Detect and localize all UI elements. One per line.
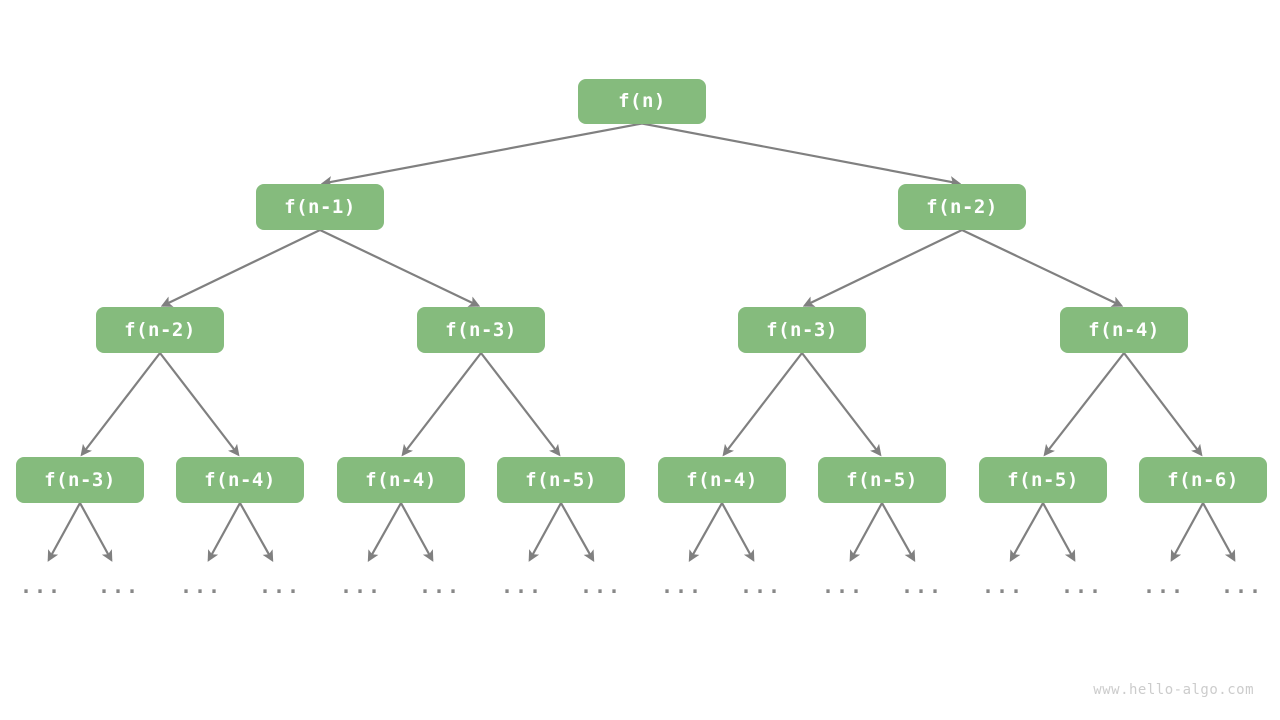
ellipsis-marker: ...: [179, 574, 223, 598]
ellipsis-marker: ...: [579, 574, 623, 598]
tree-edge: [1043, 352, 1125, 457]
tree-node-fn[interactable]: f(n): [578, 78, 706, 124]
tree-node-fn-2[interactable]: f(n-2): [96, 307, 224, 353]
ellipsis-marker: ...: [1142, 574, 1186, 598]
tree-node-fn-3[interactable]: f(n-3): [738, 307, 866, 353]
ellipsis-marker: ...: [97, 574, 141, 598]
tree-edge: [239, 502, 274, 562]
ellipsis-marker: ...: [1220, 574, 1264, 598]
tree-edge: [528, 502, 562, 562]
tree-edge: [320, 122, 643, 188]
tree-node-fn-4[interactable]: f(n-4): [658, 457, 786, 503]
tree-edge: [480, 352, 561, 457]
tree-edge: [319, 229, 481, 307]
tree-node-fn-3[interactable]: f(n-3): [16, 457, 144, 503]
tree-node-fn-5[interactable]: f(n-5): [818, 457, 946, 503]
ellipsis-marker: ...: [418, 574, 462, 598]
tree-node-fn-5[interactable]: f(n-5): [979, 457, 1107, 503]
ellipsis-marker: ...: [821, 574, 865, 598]
ellipsis-marker: ...: [258, 574, 302, 598]
ellipsis-marker: ...: [1060, 574, 1104, 598]
watermark: www.hello-algo.com: [1093, 682, 1254, 698]
tree-edge: [801, 352, 882, 457]
tree-edge: [1009, 502, 1044, 562]
tree-edge: [1123, 352, 1203, 457]
tree-edge: [721, 502, 755, 562]
tree-edge: [688, 502, 723, 562]
tree-edge: [1202, 502, 1236, 562]
tree-node-fn-4[interactable]: f(n-4): [1060, 307, 1188, 353]
ellipsis-marker: ...: [660, 574, 704, 598]
tree-edge: [641, 122, 962, 188]
tree-node-fn-4[interactable]: f(n-4): [337, 457, 465, 503]
tree-edge: [80, 352, 161, 457]
tree-node-fn-4[interactable]: f(n-4): [176, 457, 304, 503]
tree-edge: [159, 352, 240, 457]
ellipsis-marker: ...: [739, 574, 783, 598]
tree-edge: [1170, 502, 1204, 562]
tree-node-fn-1[interactable]: f(n-1): [256, 184, 384, 230]
tree-edge: [207, 502, 241, 562]
tree-node-fn-3[interactable]: f(n-3): [417, 307, 545, 353]
tree-node-fn-2[interactable]: f(n-2): [898, 184, 1026, 230]
tree-edge: [560, 502, 595, 562]
tree-edge: [400, 502, 434, 562]
ellipsis-marker: ...: [339, 574, 383, 598]
tree-edge: [881, 502, 916, 562]
tree-edge: [802, 229, 963, 307]
tree-edge: [401, 352, 482, 457]
tree-edge: [849, 502, 883, 562]
ellipsis-marker: ...: [981, 574, 1025, 598]
ellipsis-marker: ...: [500, 574, 544, 598]
tree-edge: [367, 502, 402, 562]
tree-node-fn-5[interactable]: f(n-5): [497, 457, 625, 503]
ellipsis-marker: ...: [19, 574, 63, 598]
tree-edge: [1042, 502, 1076, 562]
tree-edge: [722, 352, 803, 457]
tree-edge: [79, 502, 113, 562]
tree-edge: [961, 229, 1124, 307]
tree-edge: [160, 229, 321, 307]
tree-edge: [47, 502, 81, 562]
tree-node-fn-6[interactable]: f(n-6): [1139, 457, 1267, 503]
ellipsis-marker: ...: [900, 574, 944, 598]
